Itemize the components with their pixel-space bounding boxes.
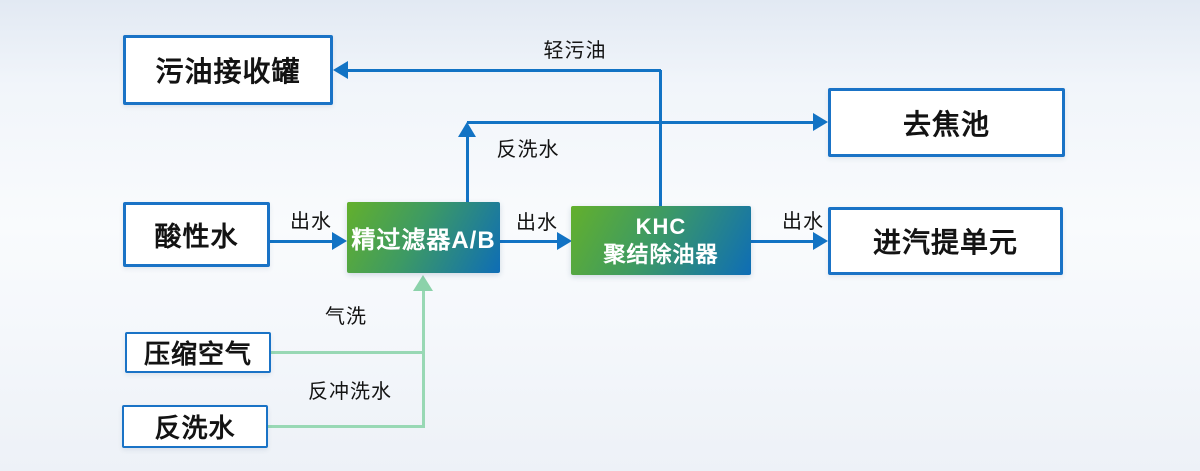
node-khc-unit: KHC 聚结除油器 — [571, 206, 751, 275]
edge-filter-to-khc-line — [500, 240, 558, 243]
edge-utility-riser — [422, 291, 425, 428]
edge-label-outlet-water-1: 出水 — [290, 211, 332, 233]
node-coke-pool-label: 去焦池 — [902, 108, 990, 140]
arrowhead-into-fine-filter — [332, 232, 347, 250]
edge-light-oil-riser — [659, 70, 662, 206]
arrowhead-into-filter-bottom — [413, 275, 433, 291]
node-fine-filter-label: 精过滤器A/B — [351, 227, 496, 254]
edge-label-light-waste-oil: 轻污油 — [543, 40, 607, 62]
edge-khc-out-line — [751, 240, 814, 243]
edge-backflush-line — [268, 425, 424, 428]
edge-label-outlet-water-3: 出水 — [782, 211, 824, 233]
node-backwash-water-source: 反洗水 — [122, 405, 268, 448]
node-backwash-water-source-label: 反洗水 — [154, 413, 236, 443]
node-waste-oil-tank-label: 污油接收罐 — [155, 56, 301, 87]
edge-label-backflush-water: 反冲洗水 — [308, 381, 392, 403]
edge-acid-water-line — [270, 240, 334, 243]
edge-label-air-wash: 气洗 — [325, 306, 367, 328]
edge-label-backwash-out: 反洗水 — [496, 139, 560, 161]
node-acid-water: 酸性水 — [123, 202, 270, 267]
edge-backwash-riser — [466, 136, 469, 202]
arrowhead-into-khc — [557, 232, 572, 250]
arrowhead-into-waste-oil-tank — [333, 61, 348, 79]
arrowhead-backwash-up — [458, 122, 476, 137]
node-waste-oil-tank: 污油接收罐 — [123, 35, 333, 105]
node-compressed-air: 压缩空气 — [125, 332, 271, 373]
node-compressed-air-label: 压缩空气 — [143, 339, 252, 369]
edge-air-wash-line — [271, 351, 424, 354]
node-stripping-unit-label: 进汽提单元 — [872, 227, 1018, 258]
node-khc-unit-label-line1: KHC — [635, 214, 687, 239]
edge-to-coke-pool-line — [467, 121, 814, 124]
node-coke-pool: 去焦池 — [828, 88, 1065, 157]
edge-label-outlet-water-2: 出水 — [516, 212, 558, 234]
arrowhead-into-stripping-unit — [813, 232, 828, 250]
node-acid-water-label: 酸性水 — [154, 222, 239, 252]
node-stripping-unit: 进汽提单元 — [828, 207, 1063, 275]
edge-light-oil-line — [345, 69, 661, 72]
arrowhead-into-coke-pool — [813, 113, 828, 131]
node-khc-unit-label-line2: 聚结除油器 — [603, 241, 719, 267]
node-fine-filter: 精过滤器A/B — [347, 202, 500, 273]
